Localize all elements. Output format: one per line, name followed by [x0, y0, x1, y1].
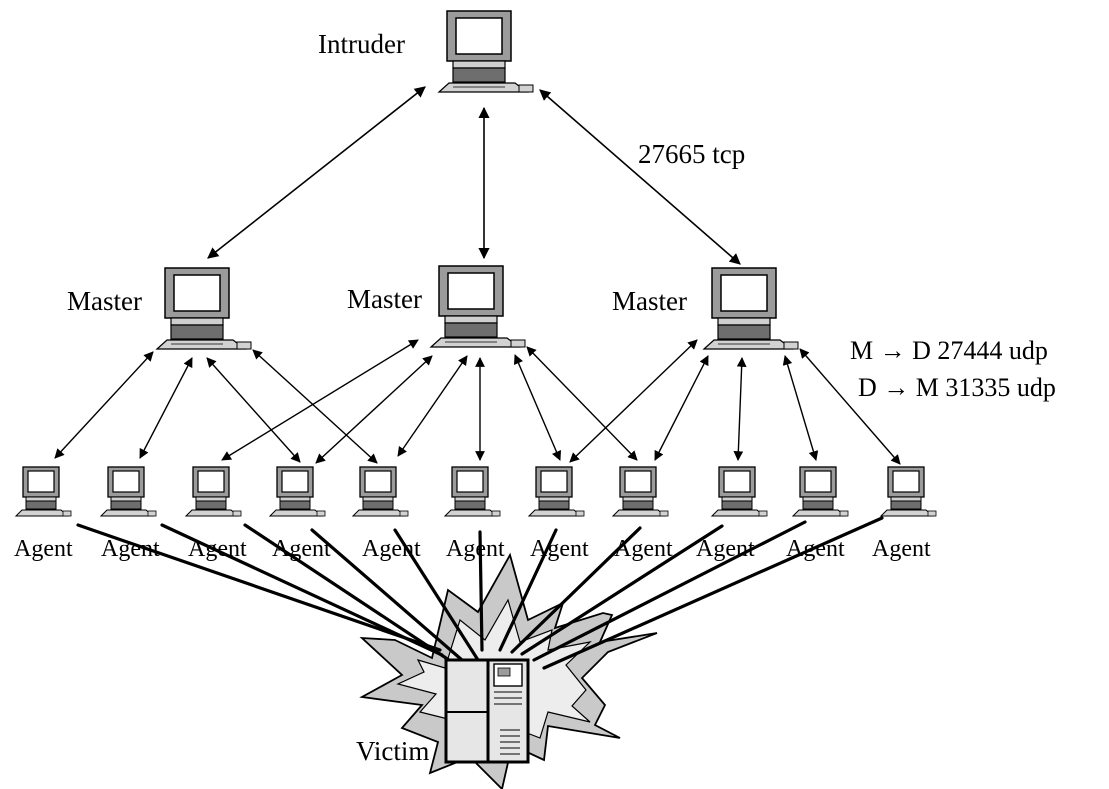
attack-line-5: [393, 528, 480, 662]
desktop-computer-icon: [711, 466, 768, 517]
link-master3-agent8: [654, 355, 709, 461]
agent-label: Agent: [101, 536, 160, 562]
victim-label: Victim: [356, 736, 429, 766]
desktop-computer-icon: [880, 466, 937, 517]
server-tower-icon: [444, 658, 530, 764]
desktop-computer-icon: [430, 265, 526, 348]
link-master2-agent7: [513, 354, 562, 461]
desktop-computer-icon: [156, 267, 252, 350]
desktop-computer-icon: [185, 466, 242, 517]
attack-line-7: [498, 528, 558, 652]
agent-node-4: Agent: [269, 466, 331, 562]
desktop-computer-icon: [792, 466, 849, 517]
attack-lines: [76, 516, 884, 670]
link-master3-agent9: [733, 357, 747, 461]
agent-node-7: Agent: [528, 466, 589, 562]
link-master1-agent4: [206, 357, 301, 463]
attack-line-11: [542, 516, 884, 670]
agent-label: Agent: [14, 536, 73, 562]
link-master2-agent5: [397, 355, 468, 457]
master-node-2: Master: [347, 265, 526, 348]
agent-node-6: Agent: [444, 466, 505, 562]
link-intruder-master-3: [539, 89, 741, 265]
agent-label: Agent: [362, 536, 421, 562]
desktop-computer-icon: [352, 466, 409, 517]
agent-node-2: Agent: [100, 466, 160, 562]
link-master2-agent8: [526, 346, 638, 461]
daemon-to-master-label: D → M 31335 udp: [858, 373, 1056, 402]
intruder-node: Intruder: [318, 10, 534, 93]
intruder-master-links: [207, 86, 741, 265]
agent-label: Agent: [530, 536, 589, 562]
master-node-3: Master: [612, 267, 799, 350]
attack-line-6: [478, 530, 484, 652]
agent-label: Agent: [786, 536, 845, 562]
agent-node-8: Agent: [612, 466, 673, 562]
link-master1-agent2: [139, 357, 193, 459]
attack-line-9: [520, 524, 724, 656]
master-to-daemon-label: M → D 27444 udp: [850, 336, 1048, 365]
agent-label: Agent: [614, 536, 673, 562]
desktop-computer-icon: [612, 466, 669, 517]
agent-label: Agent: [872, 536, 931, 562]
agent-label: Agent: [188, 536, 247, 562]
master-label: Master: [612, 286, 687, 316]
attack-line-1: [76, 523, 442, 652]
agent-node-5: Agent: [352, 466, 421, 562]
link-master1-agent1: [54, 351, 154, 459]
link-master2-agent3: [221, 339, 419, 461]
agent-label: Agent: [272, 536, 331, 562]
attack-line-10: [532, 520, 807, 662]
master-label: Master: [347, 284, 422, 314]
desktop-computer-icon: [444, 466, 501, 517]
attack-line-8: [510, 526, 642, 654]
link-master3-agent11: [799, 348, 901, 465]
agent-node-3: Agent: [185, 466, 247, 562]
master-agent-links: [54, 339, 901, 465]
master-node-1: Master: [67, 267, 252, 350]
desktop-computer-icon: [100, 466, 157, 517]
agent-label: Agent: [446, 536, 505, 562]
link-intruder-master-1: [207, 86, 426, 259]
link-master2-agent4: [315, 355, 433, 464]
agent-node-1: Agent: [14, 466, 73, 562]
attack-line-4: [310, 528, 464, 662]
agent-node-11: Agent: [872, 466, 937, 562]
agent-label: Agent: [696, 536, 755, 562]
attack-line-3: [243, 523, 454, 664]
link-master3-agent10: [782, 355, 819, 461]
port-tcp-label: 27665 tcp: [638, 139, 745, 169]
desktop-computer-icon: [528, 466, 585, 517]
desktop-computer-icon: [438, 10, 534, 93]
attack-line-2: [160, 523, 444, 657]
desktop-computer-icon: [269, 466, 326, 517]
desktop-computer-icon: [15, 466, 72, 517]
desktop-computer-icon: [703, 267, 799, 350]
link-master1-agent5: [252, 349, 378, 464]
master-label: Master: [67, 286, 142, 316]
agent-node-10: Agent: [786, 466, 849, 562]
agent-node-9: Agent: [696, 466, 768, 562]
intruder-label: Intruder: [318, 29, 405, 59]
link-master3-agent7: [569, 339, 698, 463]
